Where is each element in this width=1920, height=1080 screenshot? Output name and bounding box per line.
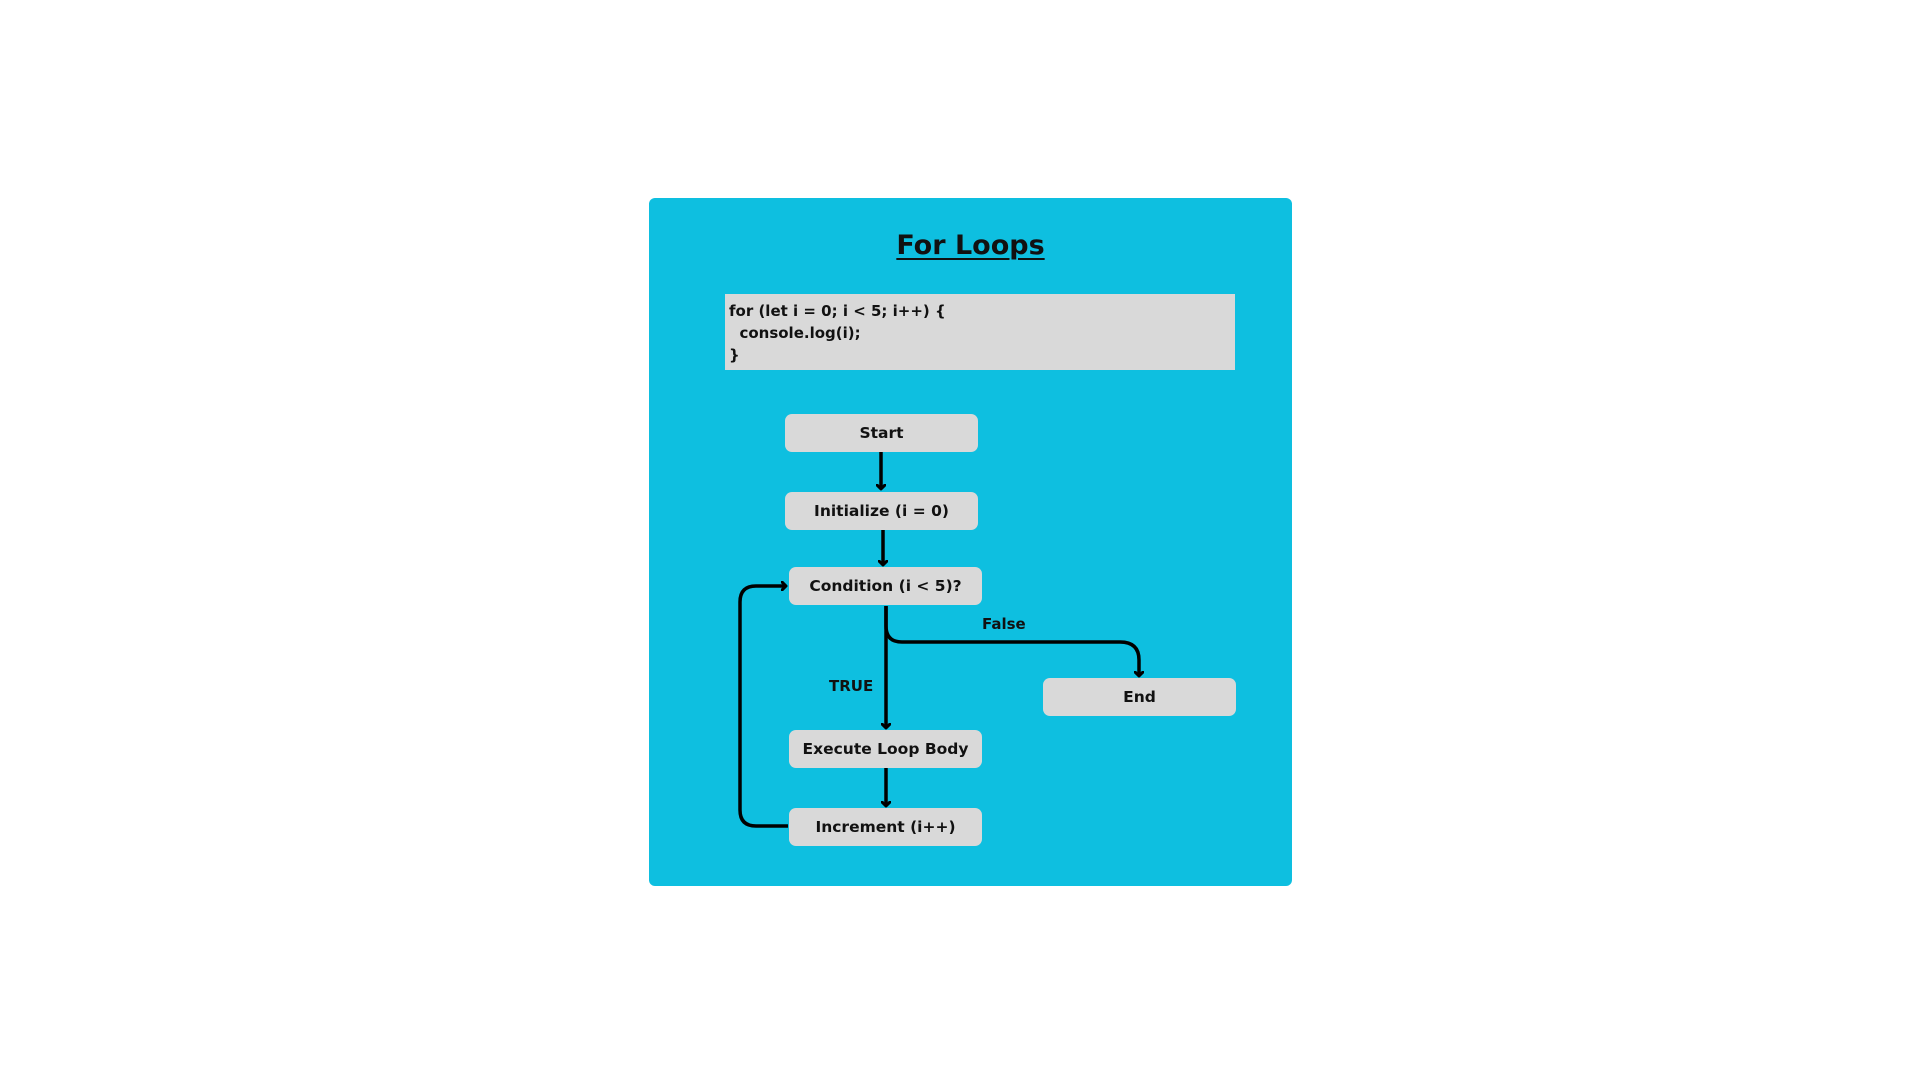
code-line: for (let i = 0; i < 5; i++) {: [729, 302, 946, 320]
node-end: End: [1043, 678, 1236, 716]
arrow-loop-back: [738, 586, 788, 828]
code-line: console.log(i);: [729, 324, 861, 342]
diagram-title: For Loops: [896, 230, 1045, 261]
diagram-card: For Loops for (let i = 0; i < 5; i++) { …: [649, 198, 1292, 886]
label-false-branch: False: [982, 615, 1026, 633]
node-increment: Increment (i++): [789, 808, 982, 846]
node-condition: Condition (i < 5)?: [789, 567, 982, 605]
code-snippet: for (let i = 0; i < 5; i++) { console.lo…: [725, 294, 1235, 370]
label-true-branch: TRUE: [829, 677, 874, 695]
code-line: }: [729, 346, 740, 364]
flow-connectors: [738, 452, 1292, 828]
node-execute-body: Execute Loop Body: [789, 730, 982, 768]
arrow-condition-to-end: [884, 606, 1139, 676]
node-initialize: Initialize (i = 0): [785, 492, 978, 530]
node-start: Start: [785, 414, 978, 452]
